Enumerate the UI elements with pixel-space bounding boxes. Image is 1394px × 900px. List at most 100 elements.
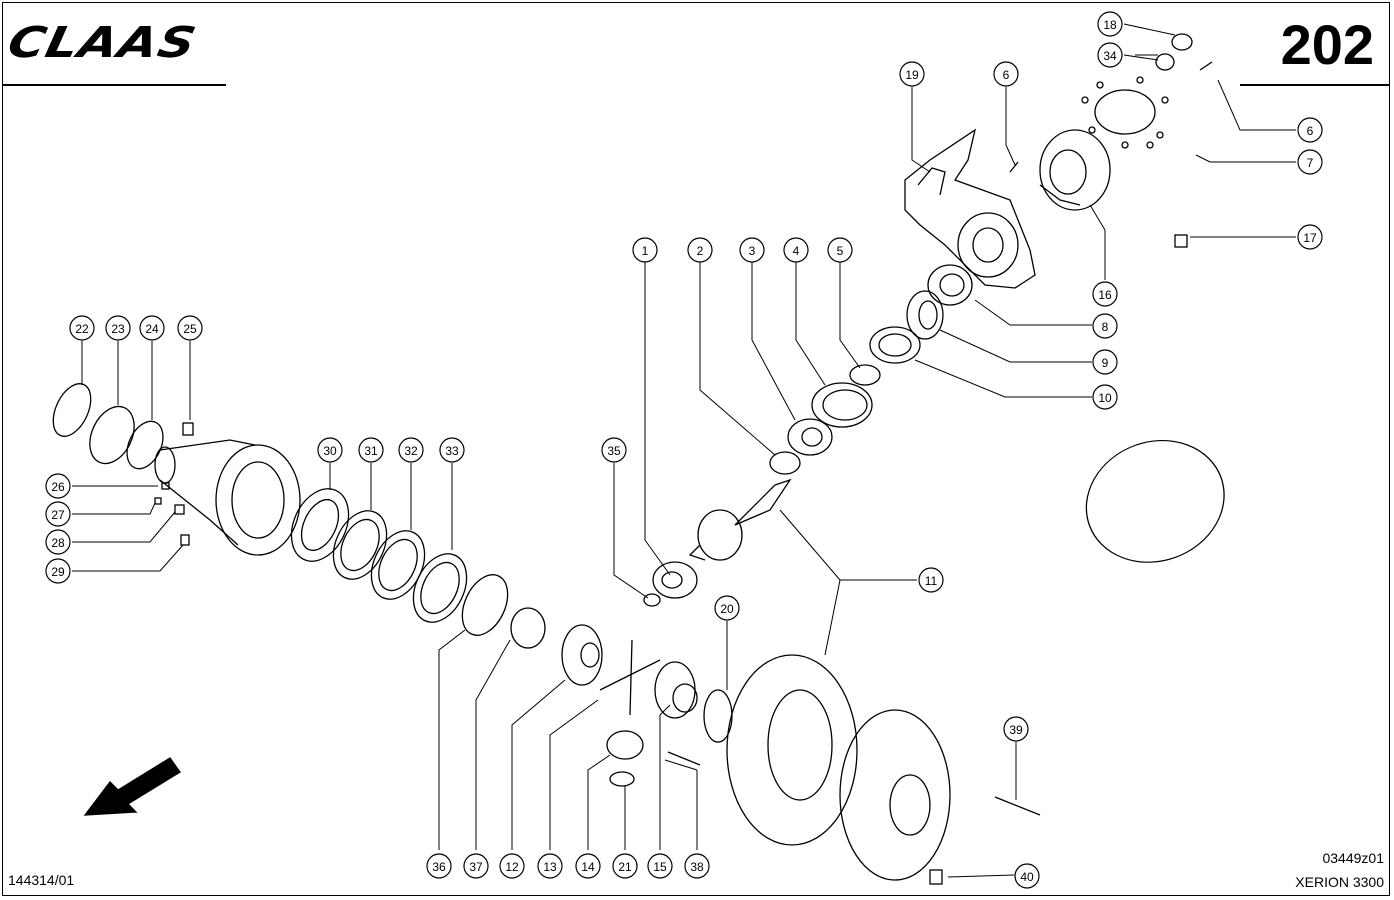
callout-16: 16 (1092, 281, 1118, 307)
callout-31: 31 (358, 437, 384, 463)
callout-circle (426, 853, 452, 879)
callout-circle (739, 237, 765, 263)
callout-label: 38 (690, 860, 704, 874)
callout-label: 26 (51, 480, 65, 494)
callout-30: 30 (317, 437, 343, 463)
callout-36: 36 (426, 853, 452, 879)
callout-22: 22 (69, 315, 95, 341)
callout-19: 19 (899, 61, 925, 87)
callout-label: 18 (1103, 18, 1117, 32)
callout-circle (45, 529, 71, 555)
callout-label: 29 (51, 565, 65, 579)
callout-1: 1 (632, 237, 658, 263)
callout-circle (1092, 349, 1118, 375)
callout-label: 10 (1098, 391, 1112, 405)
callout-label: 7 (1307, 156, 1314, 170)
page-number: 202 (1280, 13, 1374, 76)
callout-circle (1003, 716, 1029, 742)
callout-10: 10 (1092, 384, 1118, 410)
callout-label: 5 (837, 244, 844, 258)
callout-21: 21 (612, 853, 638, 879)
callout-circle (1092, 281, 1118, 307)
callout-15: 15 (647, 853, 673, 879)
brake-bracket-part (904, 128, 1036, 289)
callout-14: 14 (575, 853, 601, 879)
callout-label: 30 (323, 444, 337, 458)
callout-3: 3 (739, 237, 765, 263)
callout-label: 34 (1103, 49, 1117, 63)
callout-circle (45, 558, 71, 584)
top-fastener-parts (1009, 33, 1213, 173)
callout-label: 17 (1303, 231, 1317, 245)
callout-32: 32 (398, 437, 424, 463)
callout-circle (317, 437, 343, 463)
callout-label: 8 (1102, 320, 1109, 334)
callout-2: 2 (687, 237, 713, 263)
callout-label: 4 (793, 244, 800, 258)
callout-label: 21 (618, 860, 632, 874)
callout-circle (499, 853, 525, 879)
brake-drum-part (726, 654, 858, 846)
callout-label: 28 (51, 536, 65, 550)
callout-12: 12 (499, 853, 525, 879)
callout-circle (899, 61, 925, 87)
callout-label: 12 (505, 860, 519, 874)
callout-circle (632, 237, 658, 263)
snap-ring-set (52, 383, 164, 470)
callout-circle (1097, 11, 1123, 37)
callout-circle (687, 237, 713, 263)
callout-circle (105, 315, 131, 341)
callout-label: 40 (1020, 870, 1034, 884)
callout-label: 22 (75, 322, 89, 336)
callout-circle (601, 437, 627, 463)
callout-9: 9 (1092, 349, 1118, 375)
callout-28: 28 (45, 529, 71, 555)
callout-6: 6 (1297, 117, 1323, 143)
callout-8: 8 (1092, 313, 1118, 339)
document-number: 144314/01 (8, 872, 75, 888)
callout-7: 7 (1297, 149, 1323, 175)
callout-circle (1097, 42, 1123, 68)
differential-gear-set (510, 607, 733, 787)
callout-24: 24 (139, 315, 165, 341)
callout-label: 39 (1009, 723, 1023, 737)
callout-label: 3 (749, 244, 756, 258)
callout-circle (1297, 224, 1323, 250)
callout-circle (783, 237, 809, 263)
callout-20: 20 (714, 595, 740, 621)
callout-circle (684, 853, 710, 879)
brake-disc-part (1081, 76, 1225, 563)
callout-5: 5 (827, 237, 853, 263)
callout-label: 24 (145, 322, 159, 336)
callout-label: 35 (607, 444, 621, 458)
callout-17: 17 (1297, 224, 1323, 250)
callout-18: 18 (1097, 11, 1123, 37)
callout-label: 14 (581, 860, 595, 874)
callout-circle (177, 315, 203, 341)
callout-label: 2 (697, 244, 704, 258)
callout-33: 33 (439, 437, 465, 463)
callout-circle (714, 595, 740, 621)
drive-pinion-part (688, 478, 792, 561)
callout-label: 32 (404, 444, 418, 458)
callout-label: 1 (642, 244, 649, 258)
callout-circle (537, 853, 563, 879)
header-rule-left (2, 84, 226, 86)
callout-label: 33 (445, 444, 459, 458)
callout-circle (1092, 313, 1118, 339)
callout-circle (45, 501, 71, 527)
callout-circle (439, 437, 465, 463)
callout-circle (993, 61, 1019, 87)
callout-circle (45, 473, 71, 499)
callout-circle (398, 437, 424, 463)
callout-37: 37 (463, 853, 489, 879)
callout-circle (575, 853, 601, 879)
machine-model: XERION 3300 (1295, 874, 1384, 890)
callout-6: 6 (993, 61, 1019, 87)
callout-label: 6 (1307, 124, 1314, 138)
callout-label: 25 (183, 322, 197, 336)
callout-label: 19 (905, 68, 919, 82)
callout-circle (1092, 384, 1118, 410)
